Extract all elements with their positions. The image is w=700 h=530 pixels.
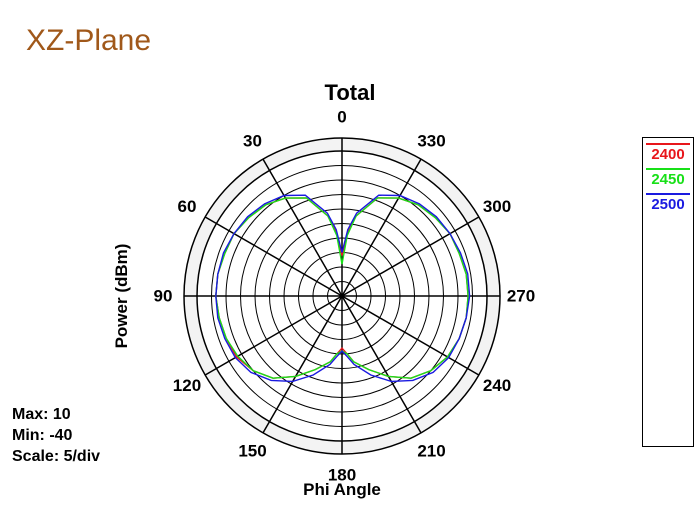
- legend-item: 2500: [643, 188, 693, 213]
- angle-tick-label: 330: [417, 131, 445, 150]
- stat-scale: Scale: 5/div: [12, 448, 101, 465]
- stat-max: Max: 10: [12, 406, 71, 423]
- grid-spoke: [204, 216, 343, 297]
- angle-tick-label: 30: [243, 131, 262, 150]
- grid-spoke: [341, 295, 422, 434]
- angle-tick-label: 300: [483, 197, 511, 216]
- legend-item: 2400: [643, 138, 693, 163]
- legend: 2400 2450 2500: [642, 137, 694, 447]
- x-axis-label: Phi Angle: [303, 480, 381, 499]
- angle-tick-label: 270: [507, 287, 535, 306]
- angle-tick-label: 210: [417, 442, 445, 461]
- legend-item: 2450: [643, 163, 693, 188]
- angle-tick-label: 0: [337, 108, 346, 127]
- angle-tick-label: 90: [154, 287, 173, 306]
- chart-title: Total: [324, 80, 376, 105]
- legend-line: [646, 143, 690, 145]
- legend-line: [646, 168, 690, 170]
- grid-spoke: [262, 295, 343, 434]
- grid-spoke: [204, 295, 343, 376]
- grid-spoke: [262, 158, 343, 297]
- legend-label: 2500: [651, 196, 685, 213]
- angle-tick-label: 120: [173, 376, 201, 395]
- stats-panel: Max: 10 Min: -40 Scale: 5/div: [12, 404, 100, 467]
- stat-min: Min: -40: [12, 427, 73, 444]
- angle-tick-label: 180: [328, 466, 356, 485]
- legend-label: 2400: [651, 146, 685, 163]
- grid-spoke: [341, 295, 480, 376]
- angle-tick-label: 240: [483, 376, 511, 395]
- page-title: XZ-Plane: [26, 24, 152, 57]
- series-line-2500: [215, 194, 471, 383]
- grid-spoke: [341, 158, 422, 297]
- legend-line: [646, 193, 690, 195]
- grid-spoke: [341, 216, 480, 297]
- legend-label: 2450: [651, 171, 685, 188]
- angle-tick-label: 60: [178, 197, 197, 216]
- angle-tick-label: 150: [238, 442, 266, 461]
